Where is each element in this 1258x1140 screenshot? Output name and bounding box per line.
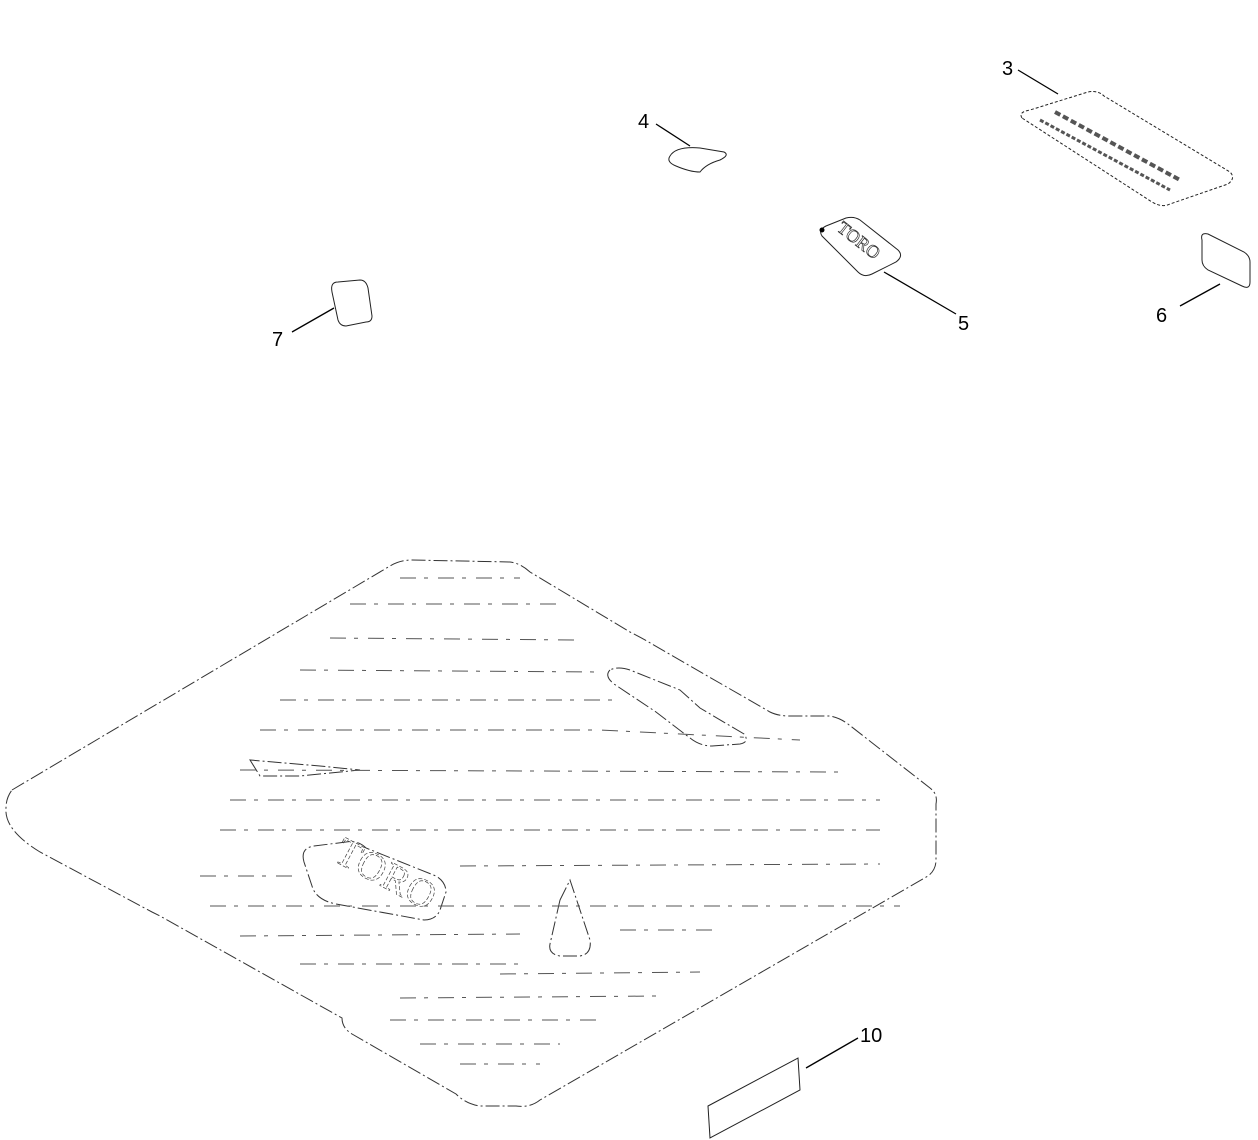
part-6 <box>1201 233 1251 288</box>
callout-3: 3 <box>1002 58 1013 80</box>
callout-10: 10 <box>860 1025 882 1047</box>
leader-line-4 <box>655 123 691 147</box>
part-7 <box>331 279 373 327</box>
callout-5: 5 <box>958 313 969 335</box>
leader-line-3 <box>1017 69 1059 95</box>
callout-7: 7 <box>272 329 283 351</box>
leader-line-10 <box>805 1037 859 1069</box>
toro-logo-embossed: TORO <box>328 828 445 919</box>
part-4 <box>668 147 727 173</box>
callout-4: 4 <box>638 111 649 133</box>
floor-mat: TORO <box>5 559 937 1107</box>
mat-tread-pattern <box>200 577 900 1065</box>
leader-line-6 <box>1179 283 1221 307</box>
part-5-toro-decal: TORO <box>819 216 902 277</box>
part-10-decal <box>707 1057 801 1139</box>
callout-6: 6 <box>1156 305 1167 327</box>
leader-line-5 <box>883 271 957 315</box>
leader-line-7 <box>291 307 335 333</box>
part-3-decal <box>1020 91 1234 207</box>
